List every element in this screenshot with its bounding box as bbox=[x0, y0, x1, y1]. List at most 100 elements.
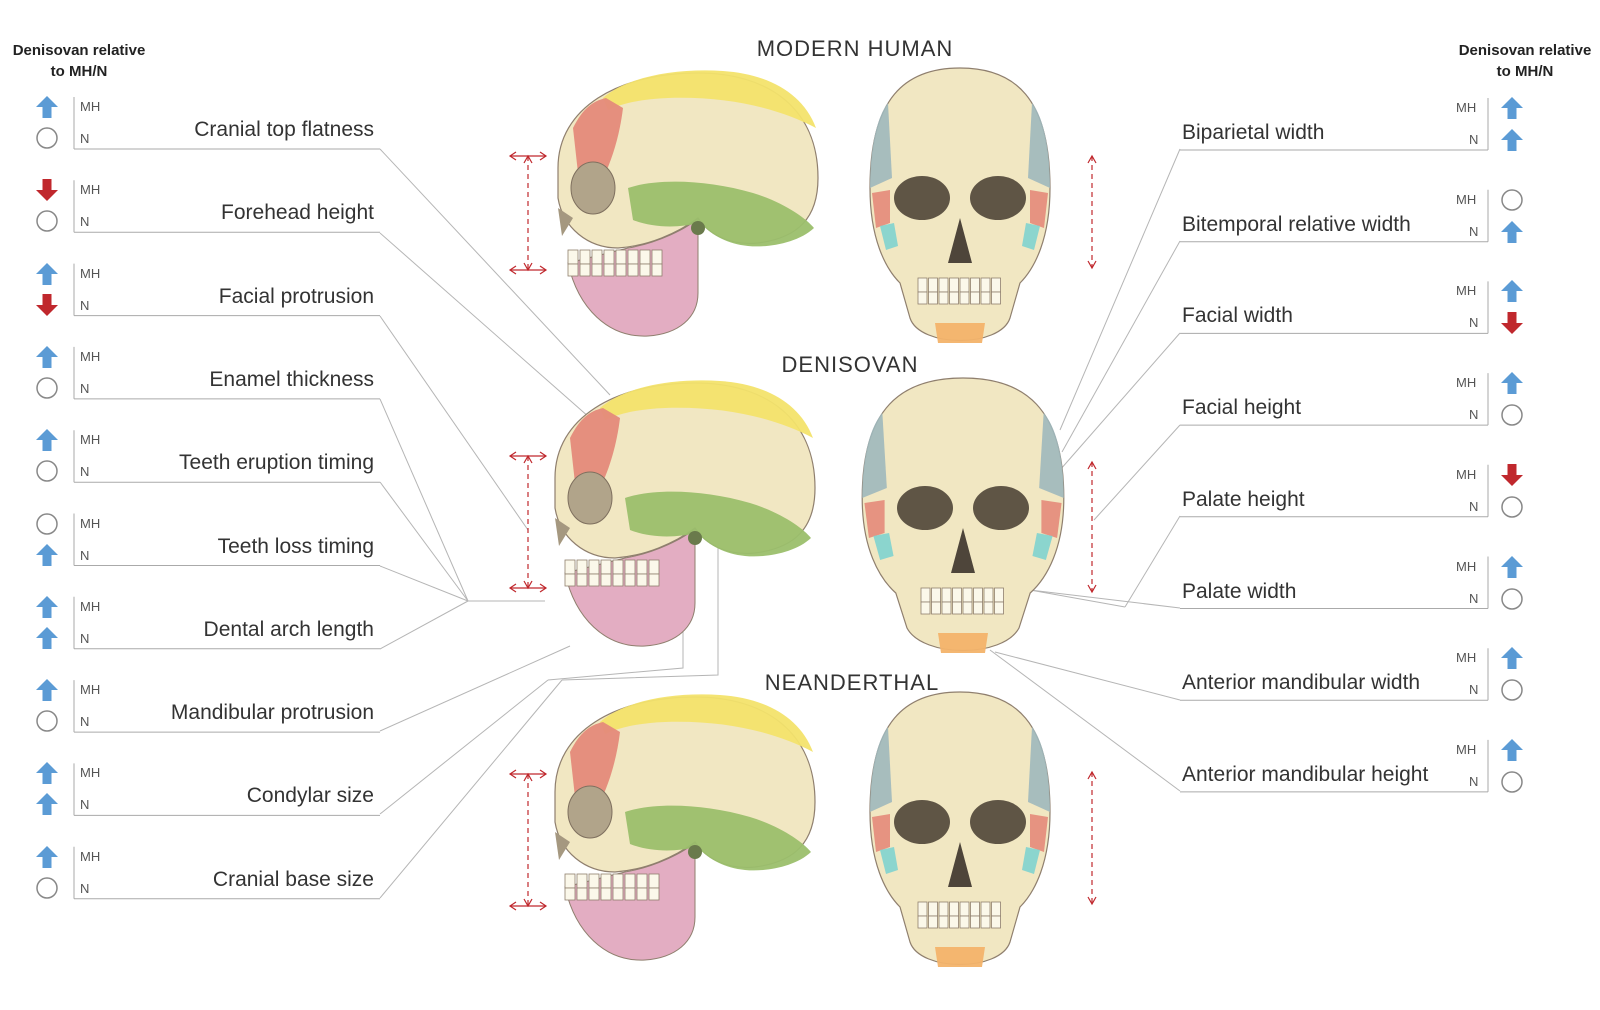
modern-human-lateral-skull bbox=[557, 70, 819, 337]
title-denisovan: DENISOVAN bbox=[781, 352, 919, 377]
n-label: N bbox=[1469, 315, 1479, 331]
left-n-same-circle-icon bbox=[36, 127, 58, 149]
left-mh-up-arrow-icon bbox=[36, 762, 58, 785]
neanderthal-lateral-skull bbox=[554, 694, 816, 961]
modern-lateral-height-arrow-ticks bbox=[508, 151, 548, 275]
n-label: N bbox=[1469, 132, 1479, 147]
n-label: N bbox=[80, 797, 90, 813]
left-trait-label: Enamel thickness bbox=[209, 367, 374, 391]
mh-label: MH bbox=[1456, 375, 1477, 391]
denisovan-lateral-skull bbox=[554, 380, 816, 647]
mh-label: MH bbox=[80, 598, 101, 614]
mh-label: MH bbox=[1456, 650, 1477, 666]
right-mh-down-arrow-icon bbox=[1501, 463, 1523, 486]
mh-label: MH bbox=[1456, 466, 1477, 482]
left-mh-up-arrow-icon bbox=[36, 96, 58, 118]
left-mh-up-arrow-icon bbox=[36, 595, 58, 618]
n-label: N bbox=[80, 131, 90, 146]
left-trait-label: Cranial base size bbox=[212, 867, 374, 891]
right-n-same-circle-icon bbox=[1501, 679, 1523, 701]
left-trait-label: Cranial top flatness bbox=[194, 118, 374, 141]
teeth bbox=[917, 901, 1001, 929]
teeth bbox=[917, 277, 1001, 305]
left-mh-up-arrow-icon bbox=[36, 262, 58, 285]
right-trait-label: Anterior mandibular height bbox=[1182, 762, 1429, 786]
mh-label: MH bbox=[1456, 741, 1477, 757]
right-column-header: Denisovan relative to MH/N bbox=[1440, 40, 1600, 82]
mh-label: MH bbox=[80, 515, 101, 531]
n-label: N bbox=[1469, 223, 1479, 239]
right-mh-up-arrow-icon bbox=[1501, 738, 1523, 761]
n-label: N bbox=[80, 214, 90, 230]
left-header-line2: to MH/N bbox=[50, 63, 108, 80]
denisovan-frontal-height-arrow bbox=[1087, 460, 1097, 594]
neanderthal-lateral-height-arrow bbox=[523, 772, 533, 908]
right-n-down-arrow-icon bbox=[1501, 312, 1523, 335]
teeth bbox=[564, 873, 660, 901]
n-label: N bbox=[1469, 407, 1479, 423]
left-n-down-arrow-icon bbox=[36, 293, 58, 316]
left-header-line1: Denisovan relative bbox=[12, 42, 146, 59]
connector-line bbox=[379, 232, 599, 426]
left-n-same-circle-icon bbox=[36, 876, 58, 899]
connector-line bbox=[379, 565, 469, 602]
left-trait-label: Condylar size bbox=[246, 784, 374, 808]
n-label: N bbox=[1469, 682, 1479, 698]
left-trait-label: Mandibular protrusion bbox=[170, 701, 374, 725]
right-header-line2: to MH/N bbox=[1496, 63, 1554, 80]
connector-line bbox=[379, 679, 549, 815]
connector-line bbox=[1029, 589, 1181, 609]
left-mh-up-arrow-icon bbox=[36, 679, 58, 702]
left-mh-up-arrow-icon bbox=[36, 845, 58, 868]
right-mh-up-arrow-icon bbox=[1501, 647, 1523, 670]
right-n-same-circle-icon bbox=[1501, 496, 1523, 518]
right-n-up-arrow-icon bbox=[1501, 129, 1523, 151]
n-label: N bbox=[80, 464, 90, 480]
left-n-up-arrow-icon bbox=[36, 543, 58, 566]
connector-line bbox=[379, 645, 571, 732]
right-n-up-arrow-icon bbox=[1501, 220, 1523, 243]
n-label: N bbox=[80, 714, 90, 730]
right-trait-label: Palate height bbox=[1182, 487, 1305, 511]
mh-label: MH bbox=[80, 848, 101, 864]
connector-line bbox=[379, 148, 611, 396]
left-mh-up-arrow-icon bbox=[36, 429, 58, 452]
n-label: N bbox=[80, 380, 90, 396]
mh-label: MH bbox=[80, 348, 101, 364]
n-label: N bbox=[80, 630, 90, 646]
right-trait-label: Palate width bbox=[1182, 579, 1297, 603]
title-neanderthal: NEANDERTHAL bbox=[764, 670, 940, 695]
teeth bbox=[920, 587, 1004, 615]
right-trait-label: Biparietal width bbox=[1182, 121, 1325, 144]
mh-label: MH bbox=[80, 265, 101, 281]
left-n-same-circle-icon bbox=[36, 460, 58, 482]
n-label: N bbox=[1469, 590, 1479, 606]
right-mh-up-arrow-icon bbox=[1501, 97, 1523, 119]
mh-label: MH bbox=[80, 765, 101, 781]
left-n-same-circle-icon bbox=[36, 377, 58, 399]
modern-human-frontal-skull bbox=[869, 67, 1051, 343]
mh-label: MH bbox=[80, 99, 101, 114]
teeth bbox=[564, 559, 660, 587]
mh-label: MH bbox=[1456, 100, 1477, 115]
left-trait-label: Teeth eruption timing bbox=[179, 451, 374, 475]
denisovan-lateral-height-arrow-ticks bbox=[508, 451, 548, 593]
connector-line bbox=[1029, 589, 1126, 608]
connector-line bbox=[1124, 515, 1181, 608]
right-header-line1: Denisovan relative bbox=[1458, 42, 1592, 59]
neanderthal-frontal-skull bbox=[869, 691, 1051, 967]
left-mh-down-arrow-icon bbox=[36, 179, 58, 202]
connector-line bbox=[994, 651, 1181, 701]
connector-line bbox=[1093, 424, 1181, 521]
left-trait-label: Facial protrusion bbox=[218, 284, 374, 308]
modern-lateral-height-arrow bbox=[523, 154, 533, 272]
mh-label: MH bbox=[80, 432, 101, 448]
right-trait-label: Facial width bbox=[1182, 304, 1293, 328]
connector-line bbox=[379, 481, 469, 602]
right-trait-label: Anterior mandibular width bbox=[1182, 671, 1421, 695]
n-label: N bbox=[1469, 773, 1479, 789]
right-n-same-circle-icon bbox=[1501, 404, 1523, 426]
right-n-same-circle-icon bbox=[1501, 587, 1523, 610]
